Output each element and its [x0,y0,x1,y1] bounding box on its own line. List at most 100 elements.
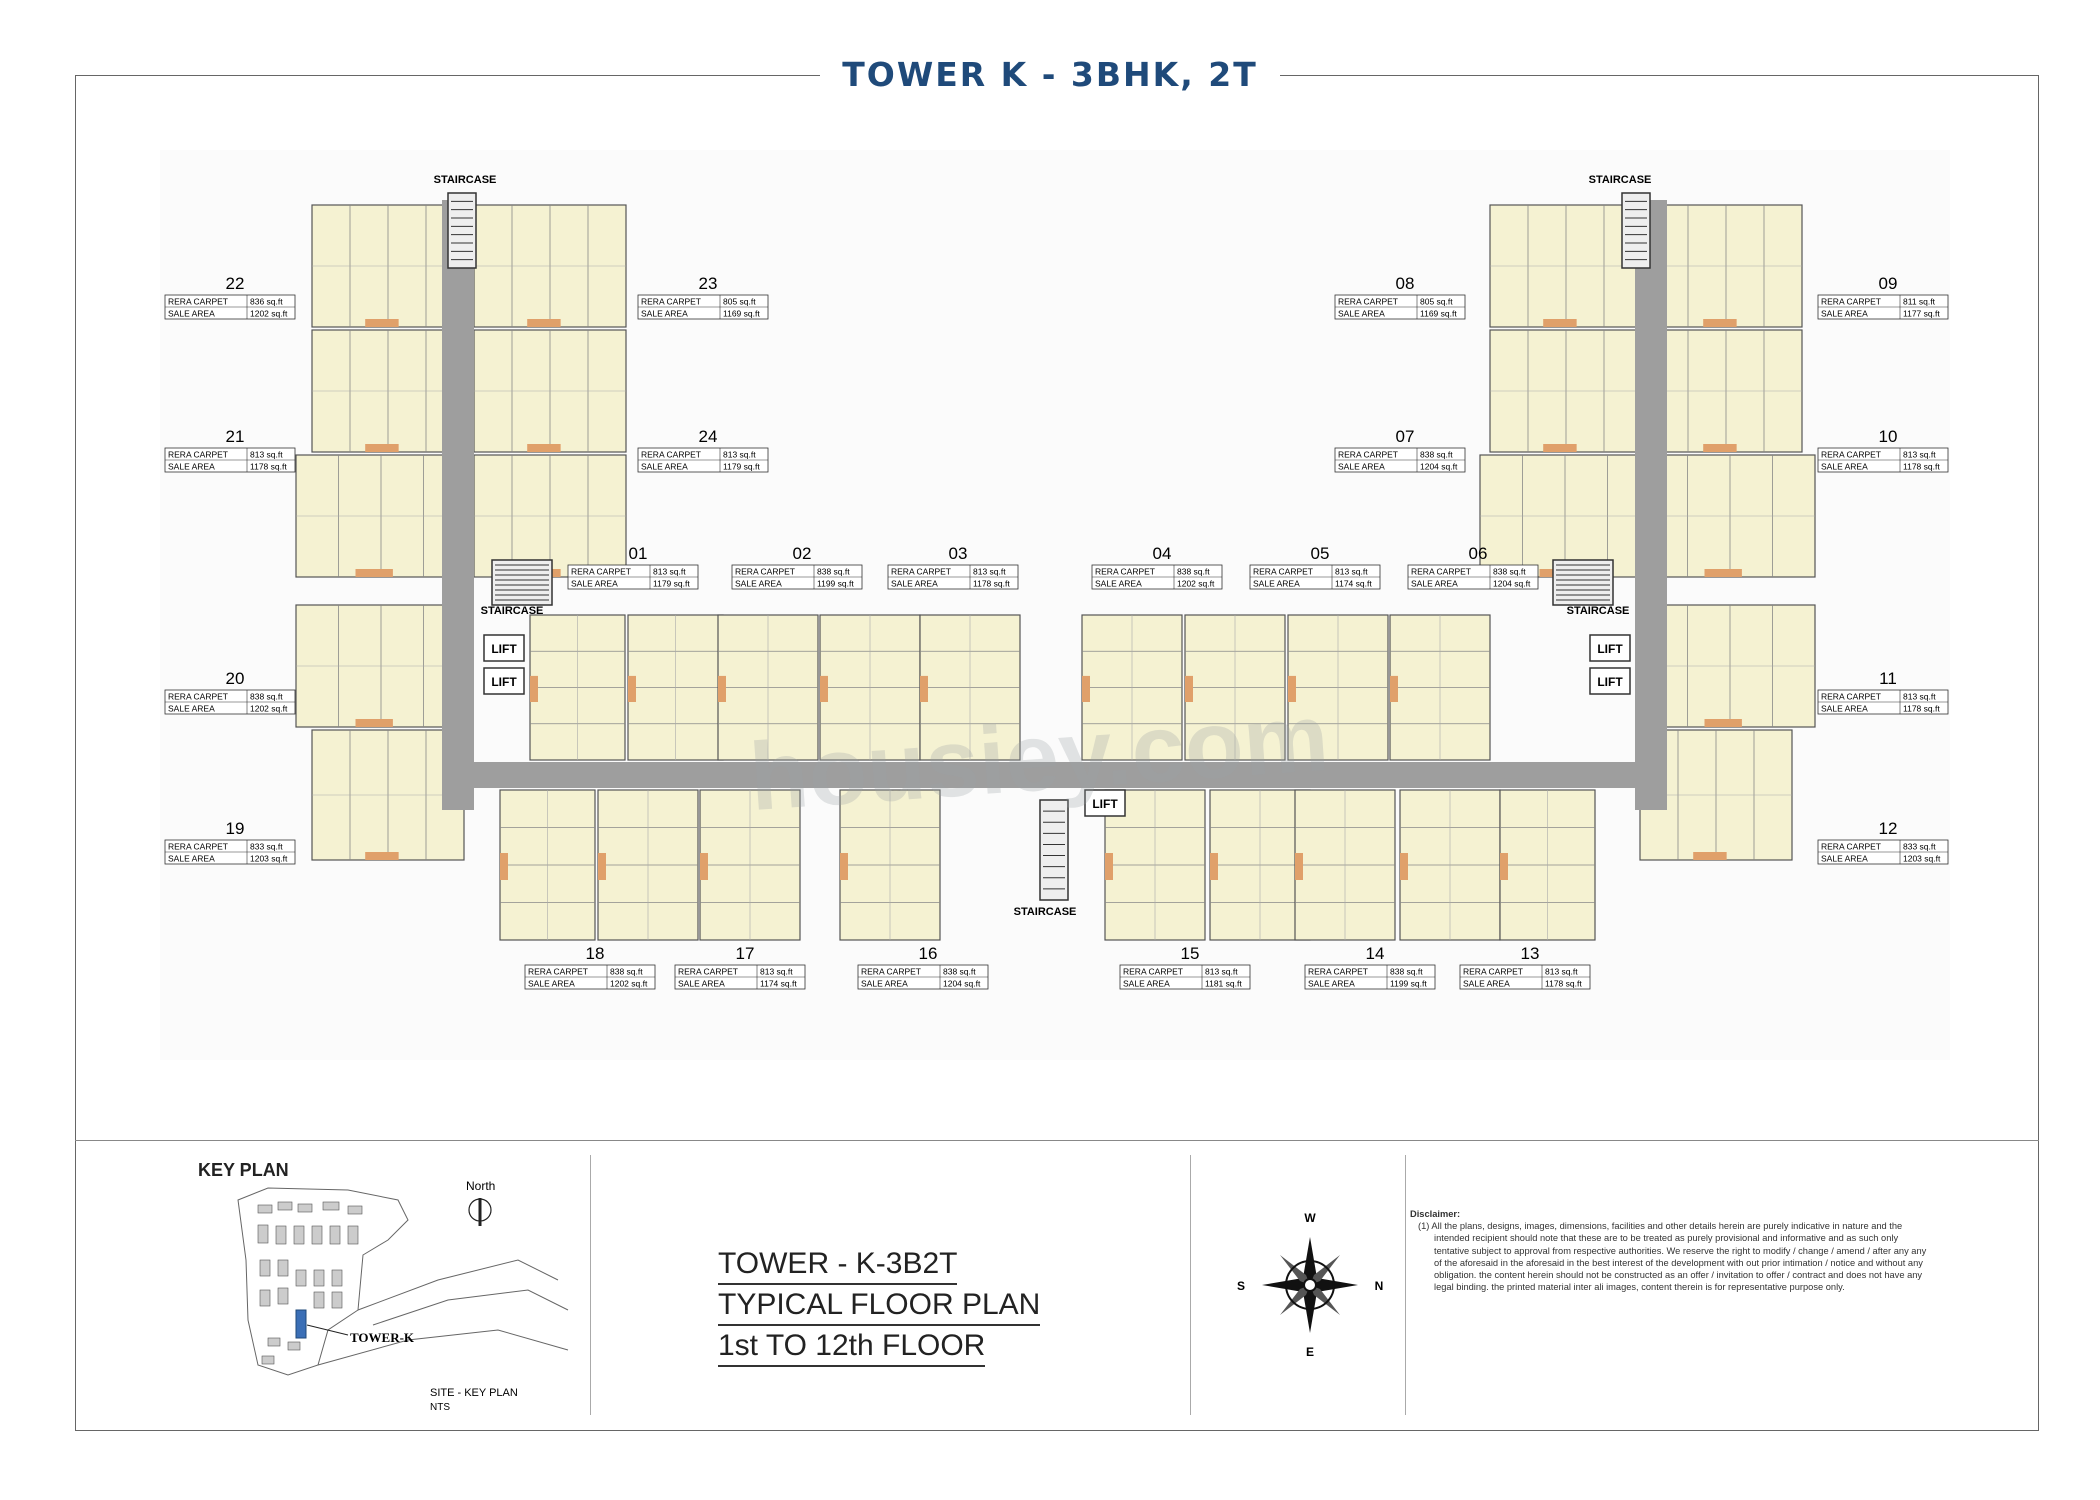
rera-label: RERA CARPET [1338,297,1398,307]
rera-value: 813 sq.ft [1205,967,1238,977]
sale-value: 1204 sq.ft [1420,462,1458,472]
balcony [365,319,399,327]
unit-number: 10 [1879,427,1898,446]
unit-block [473,454,627,578]
plan-title-line-2: TYPICAL FLOOR PLAN [718,1285,1041,1326]
corridor-layer [442,200,1667,810]
sale-label: SALE AREA [1338,462,1385,472]
sale-value: 1203 sq.ft [250,854,288,864]
tower-k-label: TOWER-K [350,1330,415,1345]
unit-number: 22 [226,274,245,293]
unit-number: 21 [226,427,245,446]
unit-number: 23 [699,274,718,293]
rera-value: 838 sq.ft [817,567,850,577]
rera-value: 805 sq.ft [723,297,756,307]
balcony [1210,853,1218,880]
rera-value: 838 sq.ft [610,967,643,977]
unit-block [1389,614,1491,761]
site-block [267,1337,281,1347]
sale-label: SALE AREA [168,309,215,319]
unit-number: 13 [1521,944,1540,963]
sale-label: SALE AREA [735,579,782,589]
site-block [257,1224,269,1244]
balcony [700,853,708,880]
plan-title-line-3: 1st TO 12th FLOOR [718,1326,986,1367]
lift-core: LIFT [1084,789,1126,817]
key-plan-title: KEY PLAN [198,1160,289,1180]
rera-value: 836 sq.ft [250,297,283,307]
balcony [1500,853,1508,880]
unit-number: 05 [1311,544,1330,563]
rera-value: 813 sq.ft [1903,692,1936,702]
balcony [365,444,399,452]
compass-left-label: S [1237,1279,1245,1293]
rera-label: RERA CARPET [1411,567,1471,577]
unit-block [1489,204,1643,328]
title-bar: TOWER K - 3BHK, 2T [0,52,2100,98]
lift-core: LIFT [483,667,525,695]
rera-value: 813 sq.ft [1545,967,1578,977]
sale-value: 1202 sq.ft [250,309,288,319]
rera-value: 833 sq.ft [250,842,283,852]
unit-number: 07 [1396,427,1415,446]
rera-label: RERA CARPET [735,567,795,577]
unit-block [1649,204,1803,328]
balcony [355,719,393,727]
sale-label: SALE AREA [571,579,618,589]
site-block [311,1225,323,1245]
sale-label: SALE AREA [1463,979,1510,989]
sale-label: SALE AREA [1411,579,1458,589]
unit-block [919,614,1021,761]
balcony [1400,853,1408,880]
sale-label: SALE AREA [1821,854,1868,864]
rera-label: RERA CARPET [571,567,631,577]
rera-label: RERA CARPET [641,450,701,460]
rera-value: 838 sq.ft [943,967,976,977]
staircase-outline [491,559,553,606]
lift-outline [483,667,525,695]
unit-number: 16 [919,944,938,963]
unit-block [1489,329,1643,453]
balcony [1704,569,1742,577]
balcony [1693,852,1727,860]
unit-block [1287,614,1389,761]
unit-number: 11 [1879,669,1897,688]
rera-label: RERA CARPET [1253,567,1313,577]
sale-value: 1199 sq.ft [817,579,854,589]
lift-outline [1589,667,1631,695]
rera-label: RERA CARPET [861,967,921,977]
site-block [347,1205,363,1215]
balcony [1543,319,1577,327]
lift-label: LIFT [1092,797,1118,811]
sale-value: 1178 sq.ft [1545,979,1582,989]
sale-value: 1202 sq.ft [250,704,288,714]
sale-value: 1174 sq.ft [1335,579,1372,589]
rera-value: 813 sq.ft [760,967,793,977]
site-block [257,1204,273,1214]
sale-label: SALE AREA [1338,309,1385,319]
balcony [1704,719,1742,727]
unit-block [627,614,724,761]
unit-block [1649,329,1803,453]
balcony [628,675,636,702]
sale-label: SALE AREA [1095,579,1142,589]
sale-value: 1204 sq.ft [1493,579,1531,589]
balcony [1185,675,1193,702]
compass-point [1310,1255,1340,1285]
balcony [718,675,726,702]
unit-block [311,729,465,861]
unit-number: 18 [586,944,605,963]
rera-value: 838 sq.ft [1177,567,1210,577]
unit-number: 09 [1879,274,1898,293]
site-block [331,1291,343,1309]
site-block [277,1259,289,1277]
sale-value: 1169 sq.ft [723,309,760,319]
unit-number: 04 [1153,544,1172,563]
